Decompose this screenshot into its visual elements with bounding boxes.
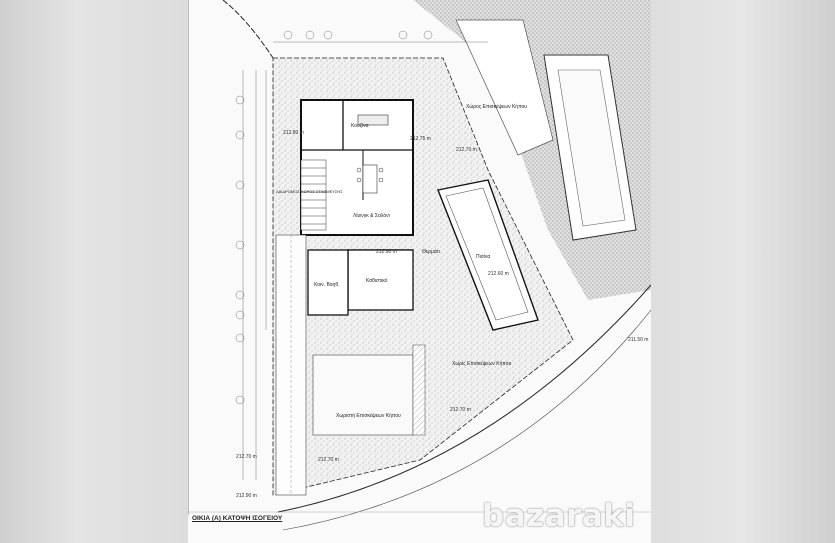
level-label: 212.90 m [236, 493, 257, 499]
level-label: 212.90 m [376, 249, 397, 255]
level-label: 212.70 m [450, 407, 471, 413]
room-kitchen-label: Κουζίνα [351, 123, 369, 129]
room-storage-label: Καθιστικό [366, 278, 388, 284]
ext-ground-2-label: Χωρίς Επισκέψεων Κήπου [452, 361, 512, 367]
ext-ground-3-label: Χωριστή Επισκέψεων Κήπου [336, 413, 401, 419]
plan-title: ΟΙΚΙΑ (Α) ΚΑΤΟΨΗ ΙΣΟΓΕΙΟΥ [192, 515, 283, 522]
bazaraki-watermark: bazaraki [482, 498, 636, 534]
floor-plan-sheet: Κουζίνα Λίυινγκ & Σαλόνι Καθιστικό Κοιν.… [188, 0, 651, 543]
floor-plan-drawing [188, 0, 651, 531]
room-bath-label: Κοιν. Βοηθ. [314, 282, 340, 288]
level-label: 212.70 m [456, 147, 477, 153]
level-label: 212.70 m [318, 457, 339, 463]
ext-ground-1-label: Χώρος Επισκέψεων Κήπου [466, 104, 527, 110]
level-label: 212.75 m [410, 136, 431, 142]
blurred-right-background [650, 0, 835, 543]
deck-label: Θερμάτι [422, 249, 440, 255]
level-label: 212.80 m [283, 130, 304, 136]
stair-label: ΔΙΑΔΡΟΜΟΣ ΧΩΡΟΣ ΣΤΑΘΜΕΥΣΗΣ [276, 189, 343, 194]
level-label: 212.70 m [236, 454, 257, 460]
level-label: 211.50 m [628, 337, 649, 343]
level-label: 212.60 m [488, 271, 509, 277]
pool-shape [437, 179, 539, 331]
pool-label: Πισίνα [476, 254, 491, 260]
blurred-left-background [0, 0, 190, 543]
room-living-label: Λίυινγκ & Σαλόνι [353, 213, 390, 219]
